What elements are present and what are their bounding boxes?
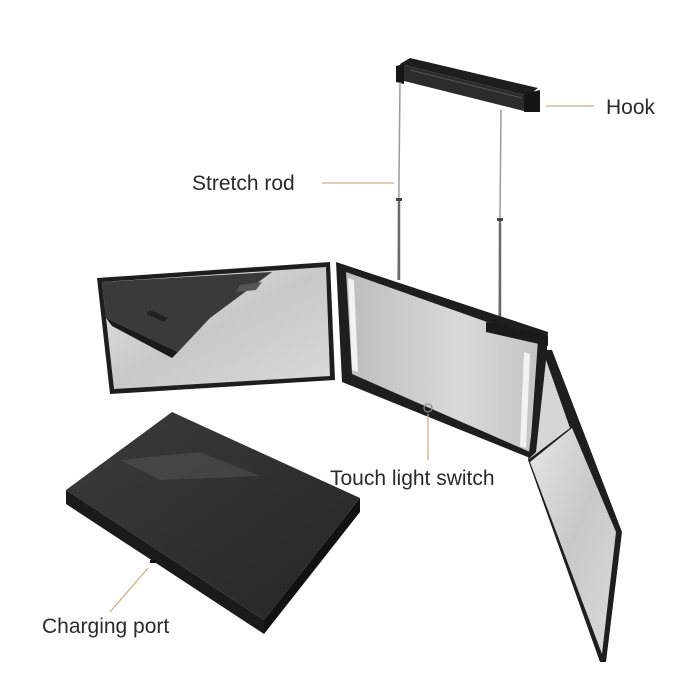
charging-port-label: Charging port xyxy=(42,615,170,638)
left-mirror-panel xyxy=(97,262,335,394)
charging-port-leader xyxy=(109,567,149,613)
touch-switch-icon xyxy=(423,403,433,413)
hook-bar xyxy=(396,58,540,112)
folded-case xyxy=(66,412,360,634)
touch-light-switch-label: Touch light switch xyxy=(330,467,495,490)
leader-lines xyxy=(109,105,594,613)
hook-label: Hook xyxy=(606,96,656,119)
center-mirror-panel xyxy=(336,262,548,462)
stretch-rod xyxy=(396,81,503,321)
charging-port-icon xyxy=(150,560,156,563)
right-mirror-panel xyxy=(528,350,622,662)
stretch-rod-label: Stretch rod xyxy=(192,172,295,195)
